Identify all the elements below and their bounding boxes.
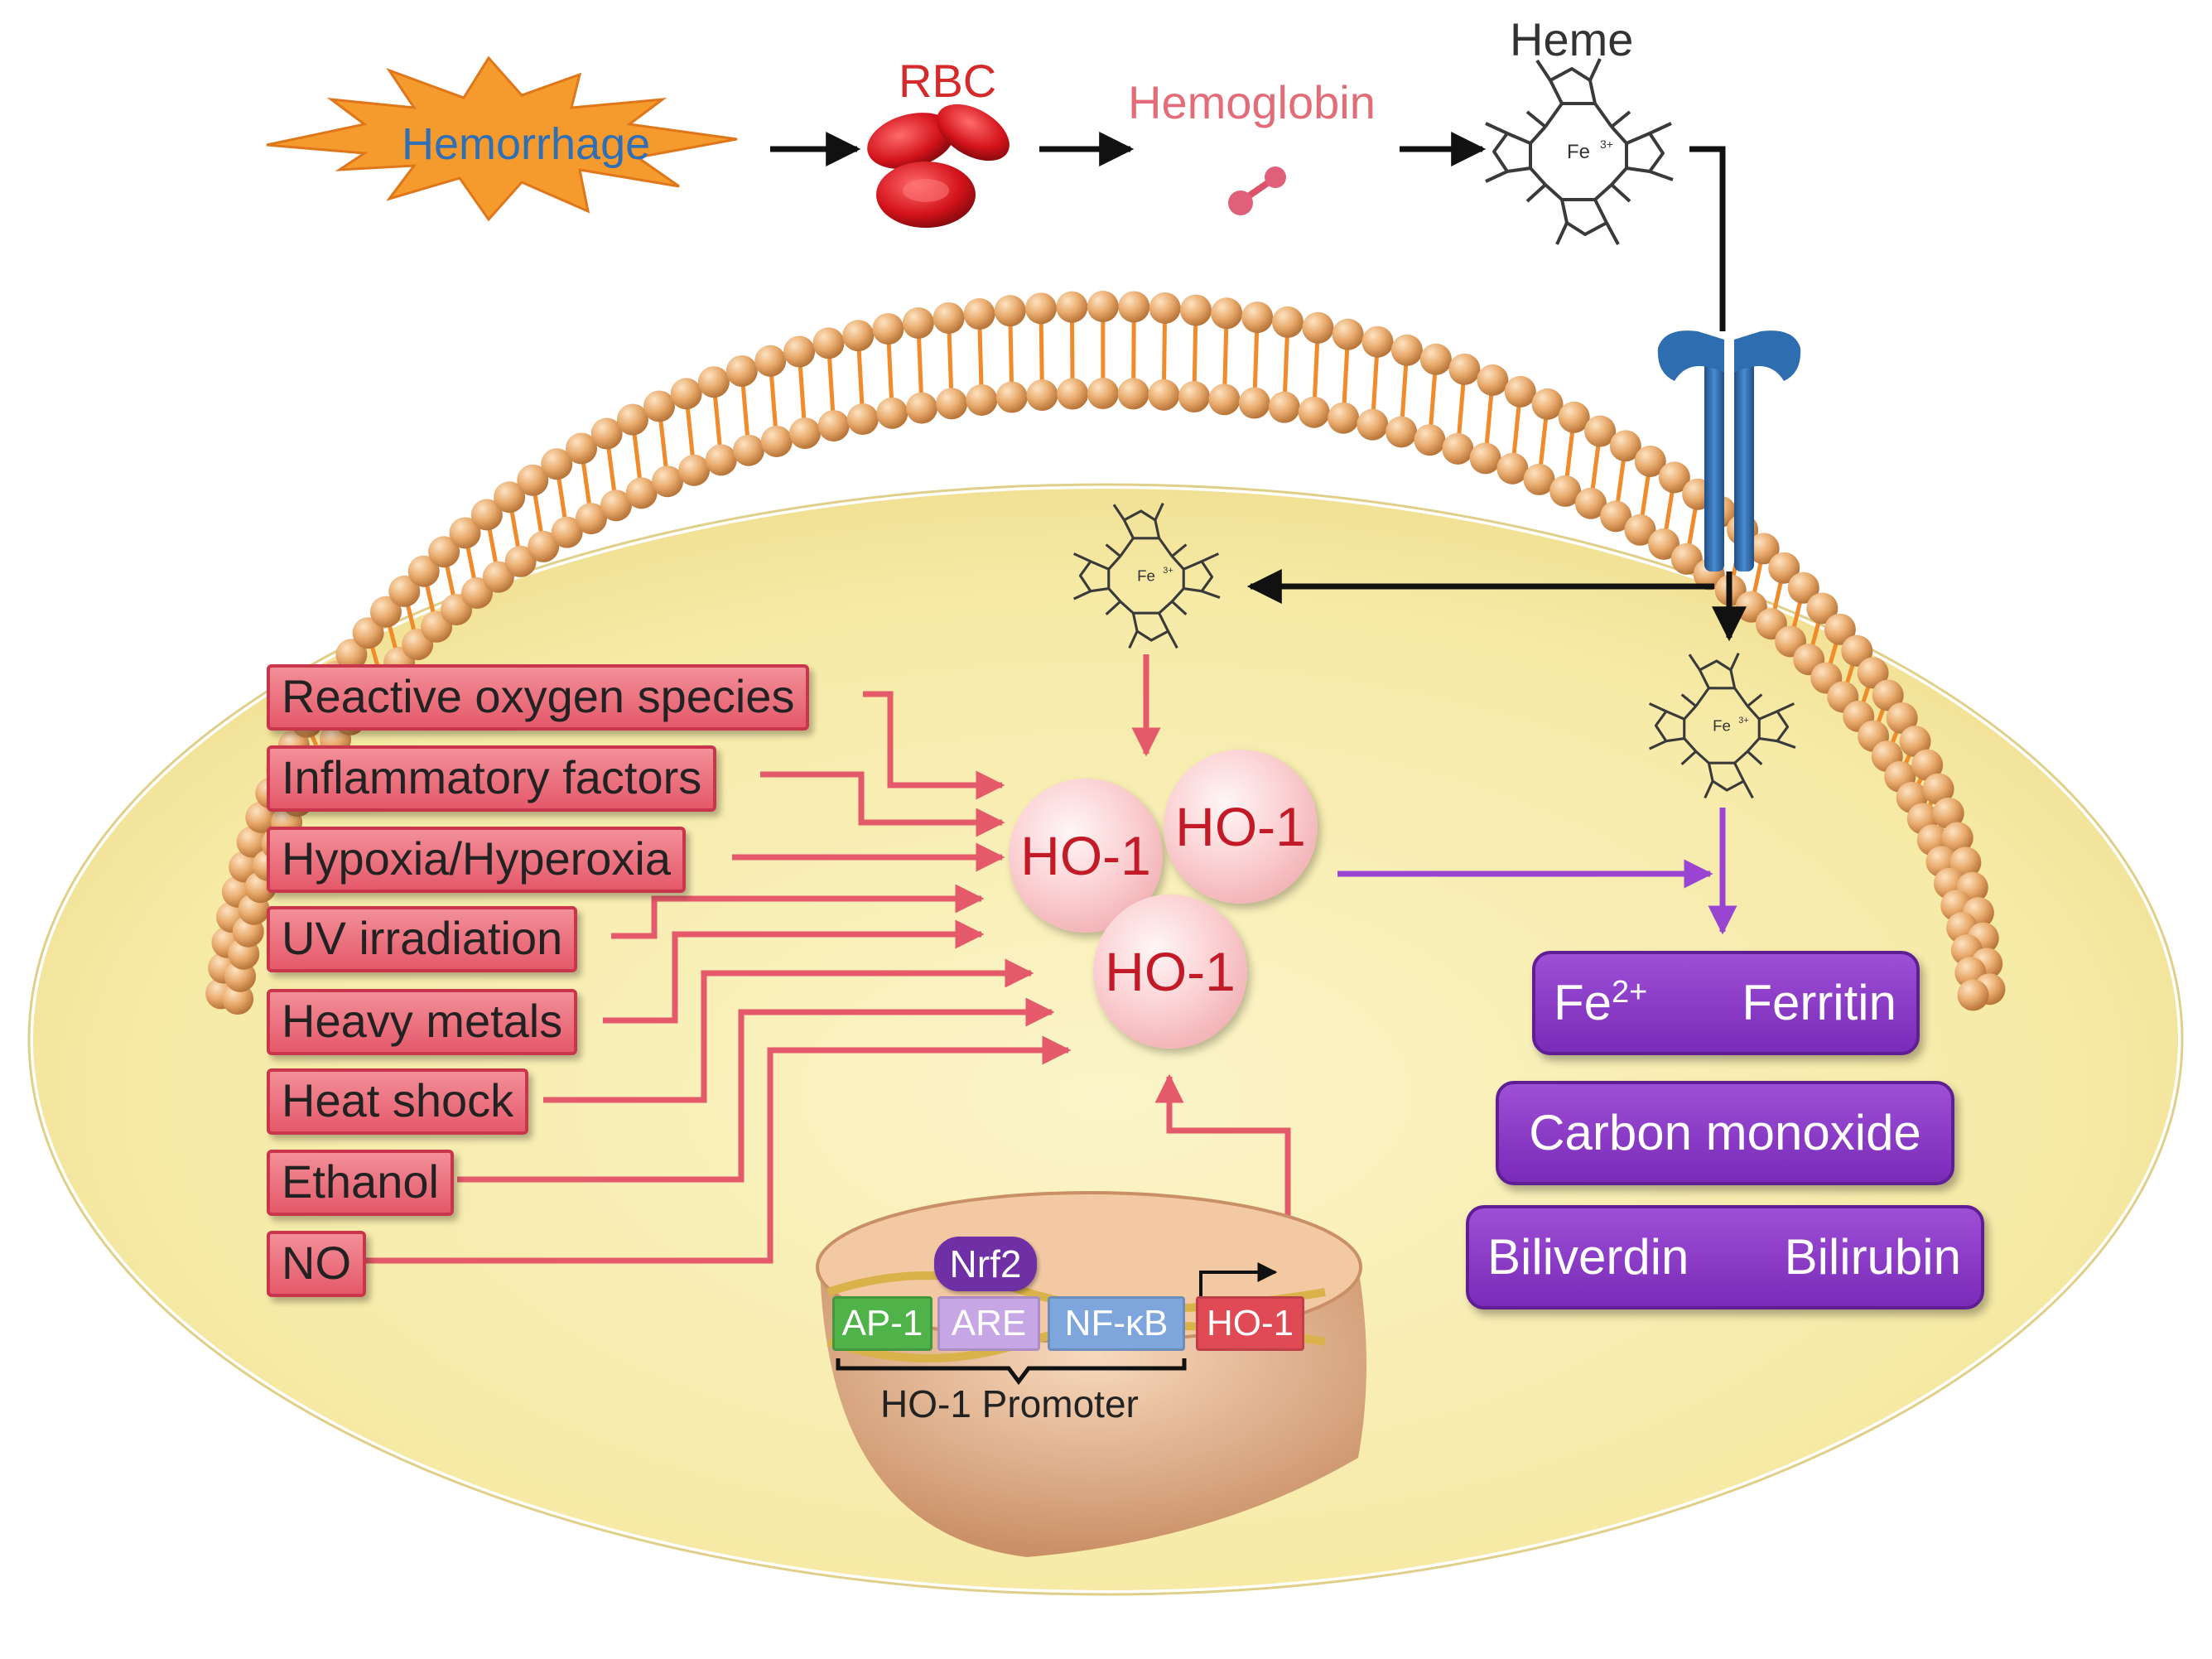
stimulus-inflammatory-factors: Inflammatory factors — [267, 745, 717, 812]
stimulus-hypoxia-hyperoxia: Hypoxia/Hyperoxia — [267, 827, 686, 893]
arrow-heat-shock — [543, 958, 1034, 1103]
product-biliverdin-bilirubin: Biliverdin Bilirubin — [1466, 1205, 1984, 1309]
are-site: ARE — [937, 1296, 1040, 1351]
hemoglobin-icon — [1228, 166, 1286, 215]
nfkb-site: NF-κB — [1048, 1296, 1185, 1351]
hemorrhage-label: Hemorrhage — [402, 119, 651, 169]
arrow-uv — [611, 884, 985, 939]
stimulus-no: NO — [267, 1231, 366, 1297]
bilirubin-label: Bilirubin — [1784, 1229, 1961, 1285]
heme-receptor — [1657, 330, 1801, 571]
stimulus-ethanol: Ethanol — [267, 1150, 454, 1216]
ho1-enzyme: HO-1 — [1164, 750, 1318, 904]
rbc-label: RBC — [899, 55, 997, 107]
hemorrhage-burst — [266, 55, 738, 222]
stimulus-heavy-metals: Heavy metals — [267, 989, 578, 1055]
rbc-icon — [867, 104, 1010, 228]
ferritin-label: Ferritin — [1742, 975, 1896, 1030]
product-iron-ferritin: Fe2+ Ferritin — [1532, 951, 1920, 1055]
arrow-inflammatory — [760, 771, 1005, 837]
arrow-no — [363, 1035, 1072, 1264]
arrow-ethanol — [457, 997, 1055, 1183]
ho1-enzyme: HO-1 — [1093, 895, 1247, 1049]
hemoglobin-label: Hemoglobin — [1128, 76, 1376, 128]
biliverdin-label: Biliverdin — [1487, 1229, 1689, 1285]
product-carbon-monoxide: Carbon monoxide — [1496, 1081, 1954, 1185]
iron-label: Fe2+ — [1554, 975, 1648, 1030]
ho1-promoter-label: HO-1 Promoter — [880, 1382, 1139, 1425]
cell-membrane — [205, 291, 2006, 1015]
arrow-heme-receptor — [1689, 146, 1726, 331]
heme-label: Heme — [1510, 13, 1634, 65]
stimulus-ros: Reactive oxygen species — [267, 664, 810, 731]
stimulus-heat-shock: Heat shock — [267, 1068, 529, 1135]
arrow-heavy-metals — [603, 919, 985, 1024]
ho1-gene: HO-1 — [1196, 1296, 1304, 1351]
nrf2-factor: Nrf2 — [934, 1237, 1037, 1291]
ap1-site: AP-1 — [832, 1296, 933, 1351]
arrow-ros — [863, 691, 1005, 800]
stimulus-uv-irradiation: UV irradiation — [267, 906, 578, 972]
